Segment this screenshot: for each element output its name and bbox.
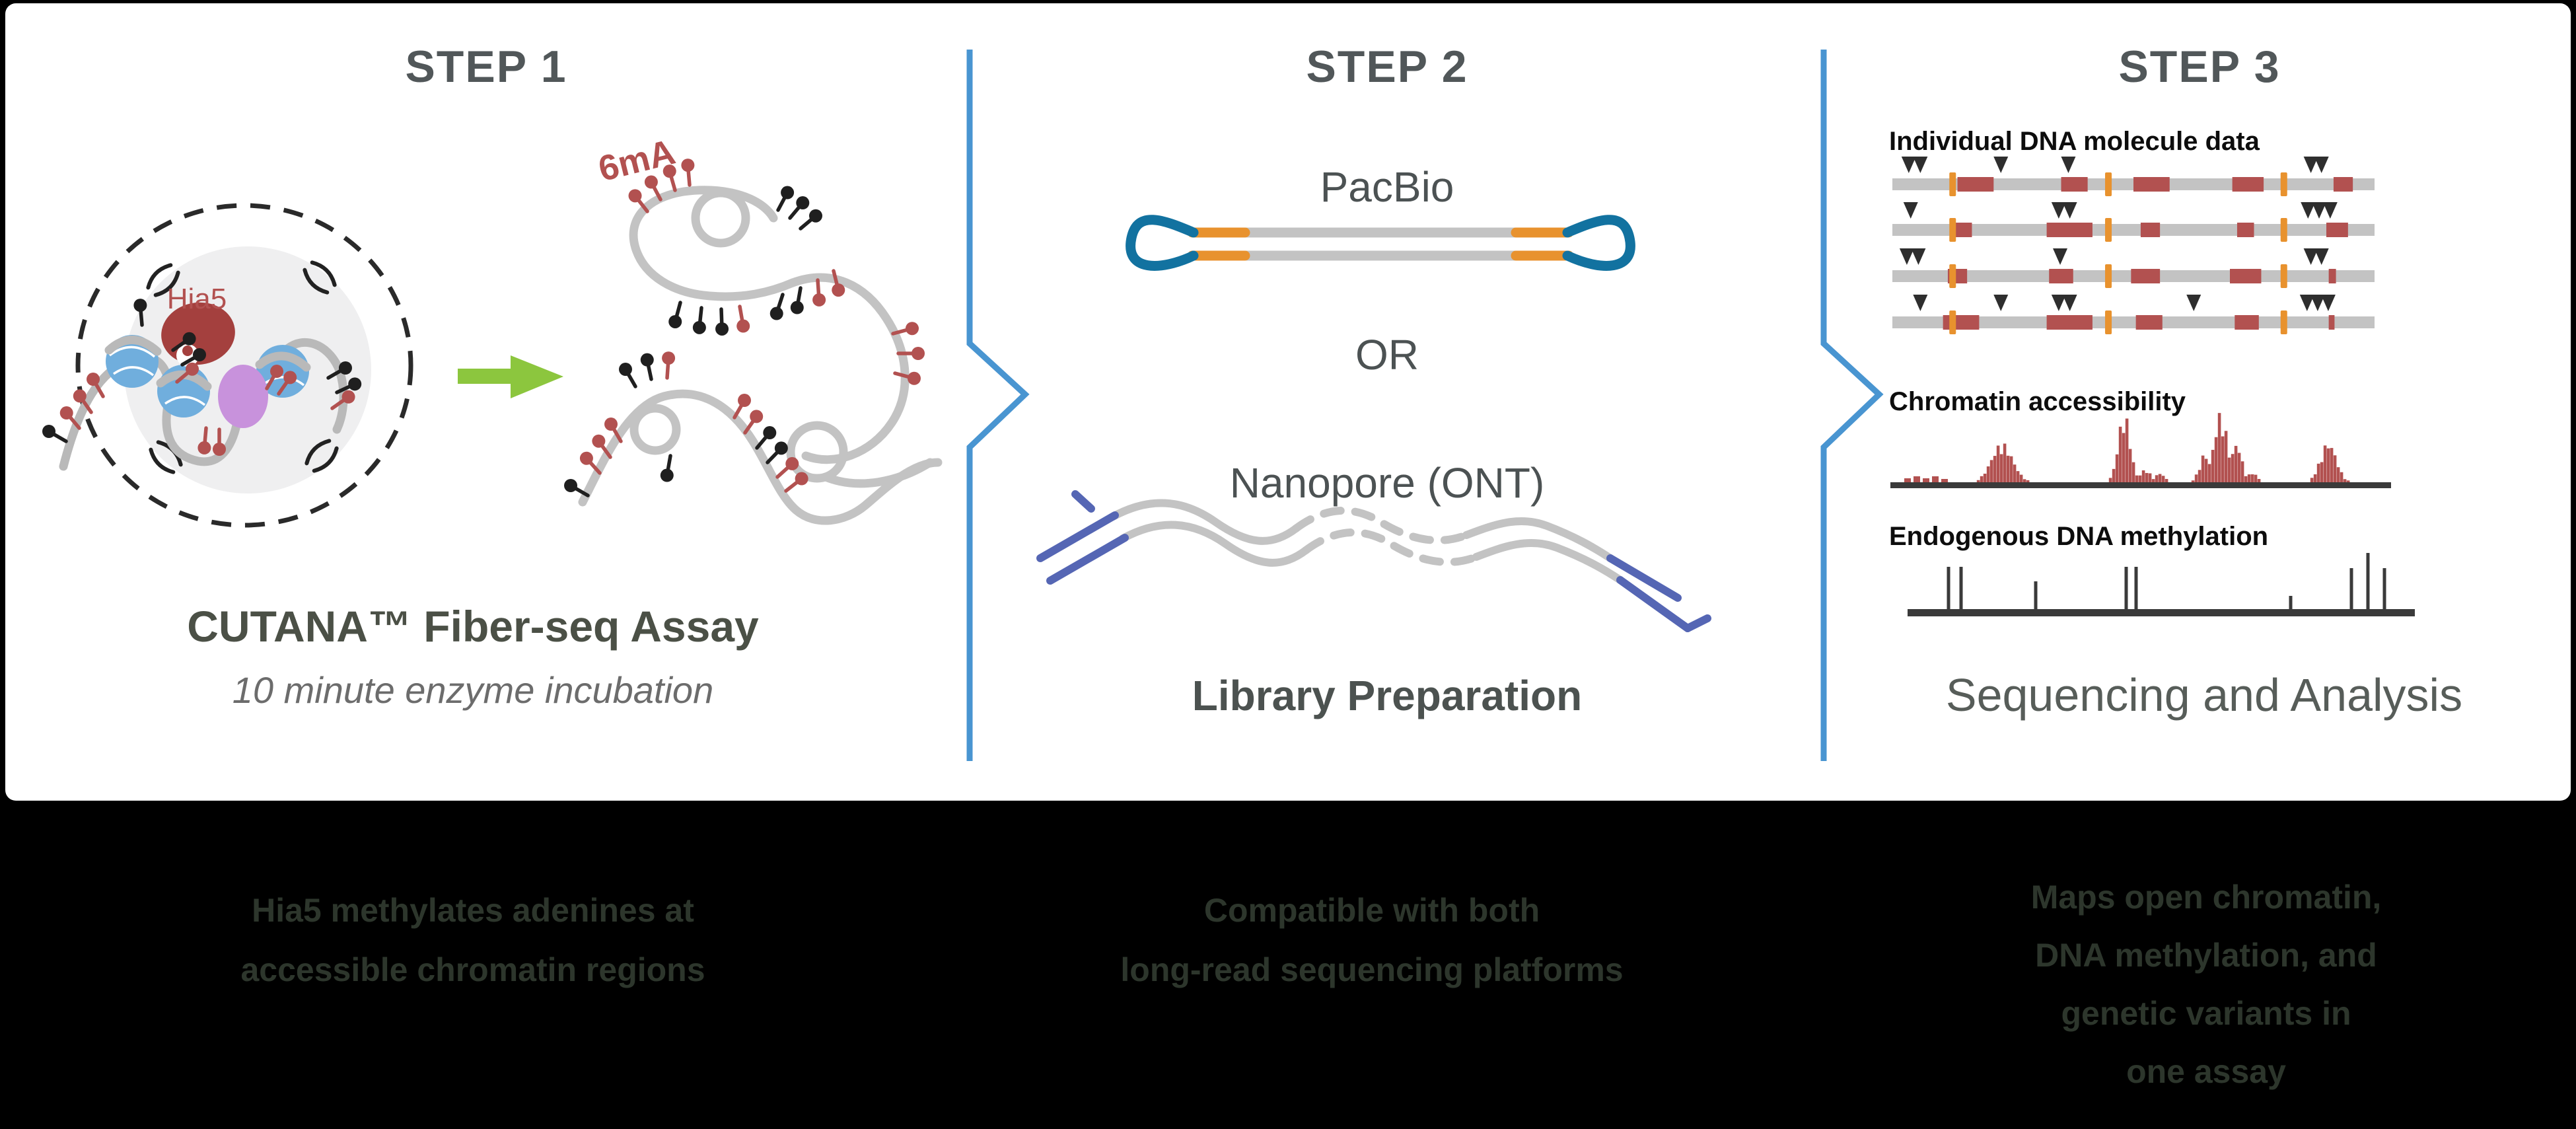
or-label: OR: [1355, 331, 1419, 379]
individual-molecule-tracks: [1892, 157, 2375, 334]
caption-line: Hia5 methylates adenines at: [252, 892, 694, 929]
cell-membrane-dashed-icon: [75, 203, 413, 528]
methylated-fiber-diagram: [564, 159, 943, 525]
step3-caption: Maps open chromatin, DNA methylation, an…: [1909, 868, 2503, 1101]
step1-caption: Hia5 methylates adenines at accessible c…: [77, 881, 869, 1000]
methylation-lollipops: [564, 159, 925, 497]
workflow-panel: [5, 3, 2571, 801]
caption-line: DNA methylation, and: [2035, 937, 2377, 974]
track2-label: Chromatin accessibility: [1889, 387, 2186, 416]
chaperone-icon: [218, 365, 268, 428]
caption-line: Compatible with both: [1203, 892, 1540, 929]
step3-title: STEP 3: [2118, 42, 2281, 92]
dna-methylation-track: [1908, 553, 2415, 616]
caption-line: long-read sequencing platforms: [1120, 951, 1624, 988]
caption-line: genetic variants in: [2061, 995, 2351, 1032]
caption-line: Maps open chromatin,: [2030, 879, 2382, 916]
track3-label: Endogenous DNA methylation: [1889, 522, 2269, 551]
assay-subtitle: 10 minute enzyme incubation: [232, 669, 714, 711]
nucleosome-icon: [106, 335, 159, 388]
caption-line: one assay: [2126, 1053, 2286, 1090]
library-preparation-label: Library Preparation: [1192, 672, 1583, 719]
methylation-lollipops: [42, 299, 362, 456]
hairpin-adapter-icon: [1126, 215, 1635, 271]
pacbio-smrtbell-diagram: [1126, 215, 1635, 271]
column-separator-chevrons: [966, 50, 1884, 761]
arrow-right-icon: [458, 355, 563, 398]
step2-caption: Compatible with both long-read sequencin…: [943, 881, 1801, 1000]
step2-title: STEP 2: [1306, 42, 1468, 92]
chromatin-accessibility-track: [1890, 413, 2391, 488]
separator-chevron-icon: [966, 50, 1030, 761]
caption-line: accessible chromatin regions: [240, 951, 705, 988]
assay-name: CUTANA™ Fiber-seq Assay: [187, 602, 759, 651]
sequencing-analysis-label: Sequencing and Analysis: [1945, 669, 2463, 721]
nanopore-library-diagram: [1036, 490, 1711, 632]
step1-title: STEP 1: [405, 42, 567, 92]
nanopore-adapter-icon: [1036, 490, 1711, 632]
nanopore-label: Nanopore (ONT): [1229, 459, 1545, 507]
pacbio-label: PacBio: [1320, 163, 1454, 211]
hia5-label: Hia5: [166, 283, 227, 315]
hia5-enzyme-icon: [161, 302, 235, 367]
separator-chevron-icon: [1820, 50, 1884, 761]
track1-label: Individual DNA molecule data: [1889, 127, 2260, 156]
cell-diagram: [42, 203, 413, 528]
